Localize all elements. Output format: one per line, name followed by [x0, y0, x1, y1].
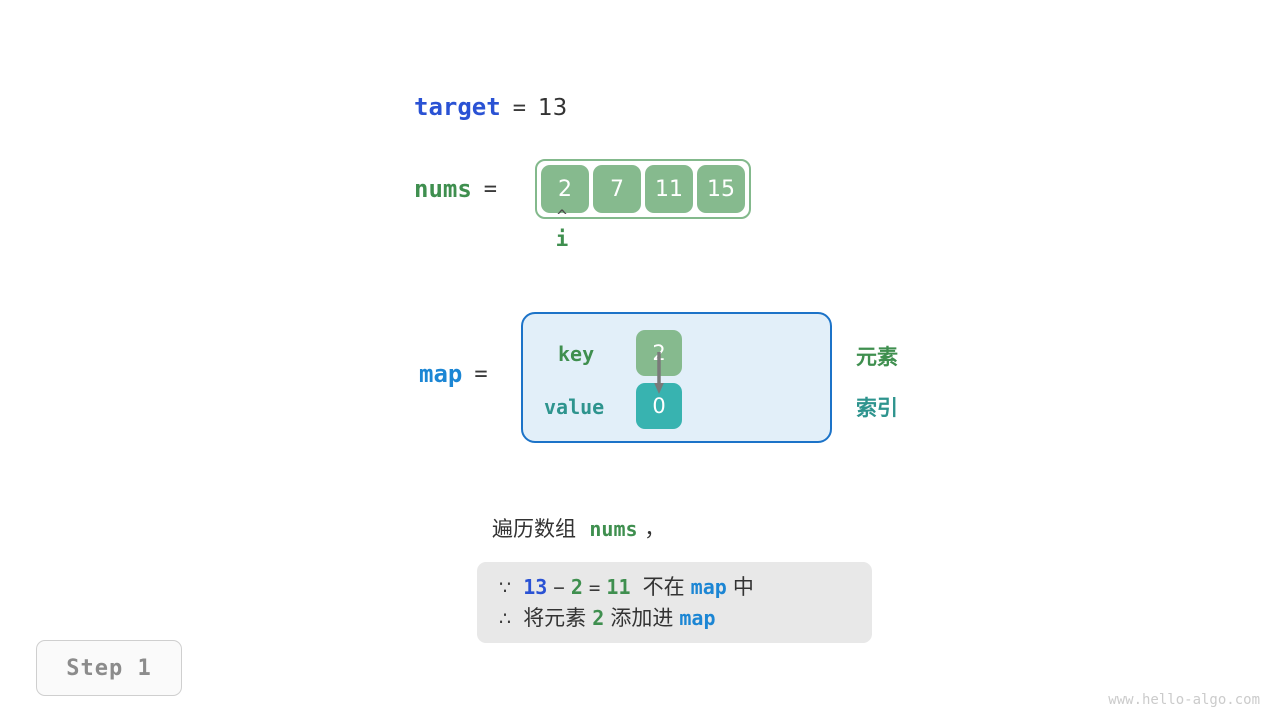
map-equals-sign: = [474, 361, 488, 387]
note-line-premise: ∵ 13 − 2 = 11 不在 map 中 [499, 572, 850, 603]
pointer-label: i [555, 227, 569, 251]
caption-variable: nums [589, 517, 638, 541]
array-cell: 7 [593, 165, 642, 213]
legend-index-label: 索引 [856, 396, 898, 420]
nums-declaration: nums = 2 7 11 15 [414, 159, 752, 219]
note-complement-value: 11 [606, 575, 631, 599]
map-key-cell: 2 [636, 330, 682, 376]
note-equals-operator: = [588, 577, 601, 599]
note-line2-value: 2 [592, 606, 605, 630]
nums-array-container: 2 7 11 15 [535, 159, 752, 219]
note-current-element: 2 [570, 575, 583, 599]
array-cell: 2 [541, 165, 590, 213]
legend-element-label: 元素 [856, 345, 898, 369]
note-target-value: 13 [523, 575, 548, 599]
note-line2-mid-text: 添加进 [610, 606, 674, 630]
note-minus-operator: − [553, 577, 565, 599]
therefore-symbol-icon: ∴ [499, 608, 512, 630]
caption-text: 遍历数组 nums ， [492, 513, 665, 543]
target-value: 13 [537, 95, 568, 121]
note-line-conclusion: ∴ 将元素 2 添加进 map [499, 603, 850, 634]
map-declaration: map = [419, 360, 519, 388]
watermark: www.hello-algo.com [1108, 692, 1260, 708]
step-badge: Step 1 [36, 640, 182, 696]
note-line1-mid-text: 不在 [642, 575, 685, 599]
reasoning-note-box: ∵ 13 − 2 = 11 不在 map 中 ∴ 将元素 2 添加进 map [477, 562, 872, 643]
nums-equals-sign: = [483, 176, 498, 202]
note-line1-map-ref: map [690, 575, 727, 599]
pointer-caret-icon: ^ [556, 207, 568, 227]
map-key-label: key [558, 342, 595, 366]
caption-prefix: 遍历数组 [492, 517, 576, 541]
index-pointer: ^ i [546, 208, 578, 252]
map-container: key value 2 0 [521, 312, 832, 443]
target-declaration: target = 13 [414, 93, 567, 121]
nums-variable-name: nums [414, 175, 472, 203]
note-line1-end-text: 中 [732, 575, 754, 599]
array-cell: 11 [645, 165, 694, 213]
caption-suffix: ， [644, 517, 666, 541]
array-cell: 15 [697, 165, 746, 213]
note-line2-start-text: 将元素 [523, 606, 587, 630]
map-value-label: value [544, 395, 605, 419]
map-variable-name: map [419, 360, 463, 388]
map-value-cell: 0 [636, 383, 682, 429]
target-equals-sign: = [512, 96, 526, 121]
target-variable-name: target [414, 93, 501, 121]
note-line2-map-ref: map [679, 606, 716, 630]
because-symbol-icon: ∵ [499, 577, 512, 599]
